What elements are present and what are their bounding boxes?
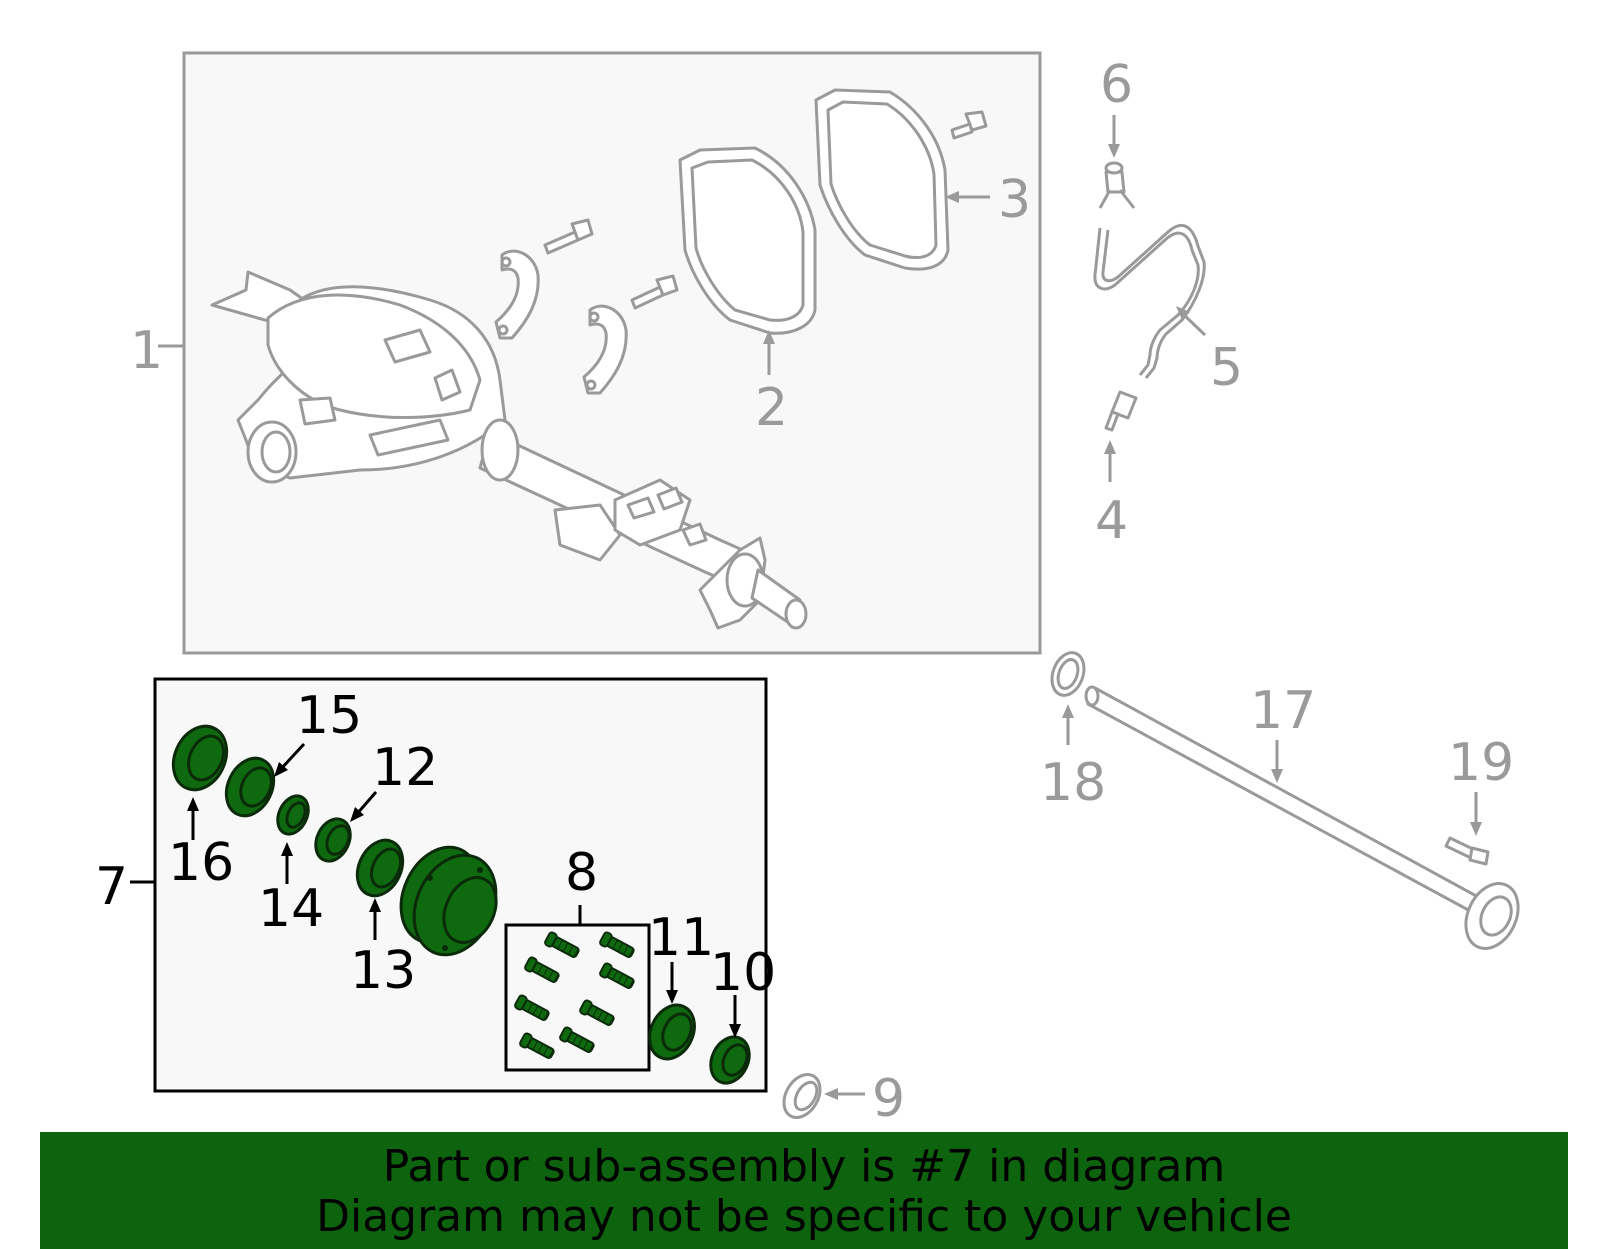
callout-13: 13: [350, 941, 416, 1001]
callout-17: 17: [1250, 681, 1316, 741]
bearing-12[interactable]: [309, 813, 357, 866]
callout-1: 1: [130, 321, 163, 381]
banner-line-1: Part or sub-assembly is #7 in diagram: [382, 1141, 1226, 1192]
callout-11: 11: [648, 908, 714, 968]
seal-9[interactable]: [777, 1068, 828, 1124]
info-banner: Part or sub-assembly is #7 in diagram Di…: [40, 1132, 1568, 1249]
banner-line-2: Diagram may not be specific to your vehi…: [316, 1191, 1292, 1242]
differential-case[interactable]: [386, 834, 511, 968]
differential-cover[interactable]: [814, 88, 950, 271]
callout-2: 2: [755, 378, 788, 438]
bolt-kit[interactable]: [514, 931, 636, 1060]
bearing-cap-lower[interactable]: [582, 304, 628, 395]
bearing-11[interactable]: [641, 998, 703, 1067]
vent-hose[interactable]: [1093, 223, 1206, 379]
bearing-10[interactable]: [704, 1031, 757, 1090]
bolt-lower[interactable]: [630, 274, 679, 310]
o-ring[interactable]: [1046, 648, 1089, 700]
callout-15: 15: [296, 686, 362, 746]
vent-fitting[interactable]: [1104, 390, 1138, 432]
vent-cap[interactable]: [1098, 161, 1136, 209]
callout-8: 8: [565, 843, 598, 903]
axle-shaft[interactable]: [1084, 685, 1528, 957]
bearing-15[interactable]: [217, 751, 282, 824]
callout-3: 3: [998, 170, 1031, 230]
bolt-upper[interactable]: [543, 218, 594, 255]
bearing-13[interactable]: [349, 833, 412, 903]
axle-bolt[interactable]: [1444, 836, 1490, 866]
callout-16: 16: [168, 833, 234, 893]
callout-19: 19: [1448, 733, 1514, 793]
axle-housing-group: 1 2 3: [130, 51, 1042, 655]
callout-5: 5: [1210, 338, 1243, 398]
callout-9: 9: [872, 1069, 905, 1129]
callout-14: 14: [258, 879, 324, 939]
vent-hose-group: 6 5 4: [1093, 55, 1243, 551]
callout-7: 7: [95, 857, 128, 917]
washer-14[interactable]: [272, 791, 314, 839]
callout-6: 6: [1100, 55, 1133, 115]
callout-18: 18: [1040, 753, 1106, 813]
axle-shaft-group: 18 17 19: [1040, 648, 1528, 957]
bolt-cover[interactable]: [950, 110, 988, 140]
callout-4: 4: [1095, 491, 1128, 551]
gasket[interactable]: [678, 146, 817, 335]
axle-housing[interactable]: [210, 270, 808, 630]
differential-case-group: 7: [95, 677, 776, 1093]
callout-10: 10: [710, 943, 776, 1003]
callout-12: 12: [372, 738, 438, 798]
bearing-cap-upper[interactable]: [494, 249, 540, 340]
bearing-16[interactable]: [163, 718, 236, 799]
